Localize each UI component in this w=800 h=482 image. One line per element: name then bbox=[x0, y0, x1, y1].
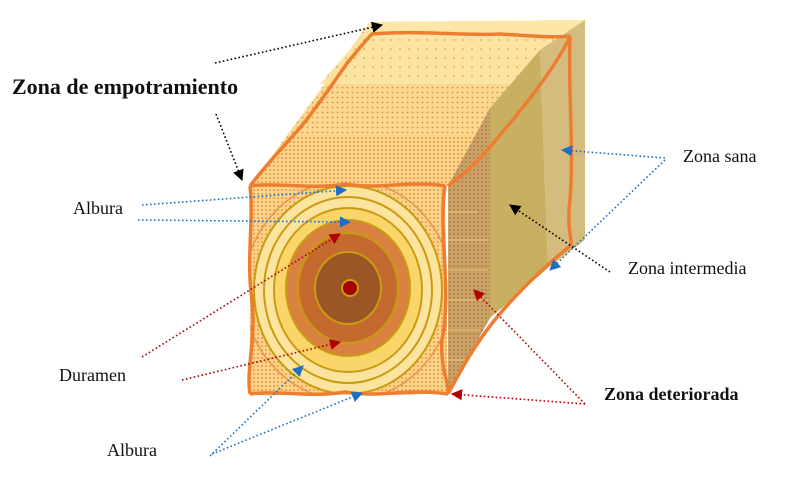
label-zona-sana: Zona sana bbox=[683, 146, 757, 166]
arrow-duramen-1 bbox=[141, 233, 341, 358]
arrow-deter-1 bbox=[473, 289, 586, 405]
arrow-albura-3 bbox=[209, 365, 304, 457]
arrow-deter-2 bbox=[450, 389, 586, 405]
arrow-empot-top bbox=[214, 21, 384, 64]
arrow-albura-2 bbox=[137, 216, 352, 228]
beam-outline bbox=[247, 30, 574, 397]
label-albura-bottom: Albura bbox=[107, 440, 157, 460]
arrow-sana-2 bbox=[549, 159, 666, 271]
label-duramen: Duramen bbox=[59, 365, 126, 385]
label-zona-empotramiento: Zona de empotramiento bbox=[12, 74, 239, 99]
side-face-sana bbox=[540, 20, 585, 268]
label-albura-top: Albura bbox=[73, 198, 123, 218]
side-face-intermedia bbox=[490, 50, 548, 318]
arrow-duramen-2 bbox=[181, 338, 342, 381]
cross-section bbox=[250, 184, 448, 396]
pith bbox=[341, 279, 359, 297]
annotation-arrows bbox=[137, 21, 666, 457]
top-face-sparse-band bbox=[320, 36, 570, 84]
label-zona-intermedia: Zona intermedia bbox=[628, 258, 747, 278]
arrow-empot-front bbox=[215, 113, 244, 182]
arrow-intermedia bbox=[509, 204, 611, 273]
label-zona-deteriorada: Zona deteriorada bbox=[604, 384, 739, 404]
arrow-albura-4 bbox=[211, 391, 364, 455]
top-face-dense-band bbox=[250, 135, 490, 186]
arrow-sana-1 bbox=[560, 145, 666, 159]
